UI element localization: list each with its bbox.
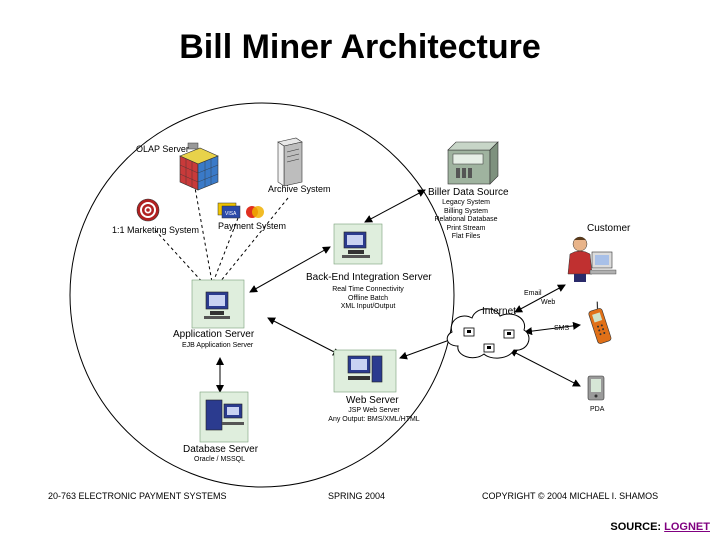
arrow-connectors	[216, 189, 581, 393]
mobile-phone-icon	[588, 301, 612, 344]
source-label: SOURCE:	[610, 521, 662, 533]
system-boundary-circle	[69, 102, 455, 488]
biller-line: Relational Database	[434, 216, 498, 223]
page-title: Bill Miner Architecture	[179, 28, 541, 66]
web-server-label: Web Server	[346, 395, 399, 406]
backend-integration-server-label: Back-End Integration Server	[306, 272, 432, 283]
biller-line: Flat Files	[451, 233, 481, 240]
olap-server-label: OLAP Server	[136, 144, 189, 154]
web-server-details: JSP Web Server Any Output: BMS/XML/HTML	[326, 407, 422, 424]
biller-line: Billing System	[444, 207, 488, 215]
payment-cards-icon: VISA	[217, 202, 264, 219]
internet-label: Internet	[482, 306, 516, 317]
database-server-label: Database Server	[183, 444, 259, 455]
pda-label: PDA	[590, 406, 605, 413]
backend-line: Real Time Connectivity	[332, 286, 404, 293]
backend-line: Offline Batch	[348, 294, 388, 302]
biller-data-source-label: Biller Data Source	[428, 187, 509, 198]
sms-channel-label: SMS	[554, 325, 570, 332]
footer-course: 20-763 ELECTRONIC PAYMENT SYSTEMS	[48, 491, 227, 501]
footer-copyright: COPYRIGHT © 2004 MICHAEL I. SHAMOS	[482, 491, 659, 501]
payment-system-label: Payment System	[218, 221, 287, 231]
archive-system-label: Archive System	[268, 184, 331, 194]
email-channel-label: Email	[524, 290, 542, 297]
web-server-icon	[333, 349, 397, 393]
biller-line: Legacy System	[442, 199, 490, 206]
database-server-sub: Oracle / MSSQL	[194, 456, 245, 463]
marketing-system-label: 1:1 Marketing System	[112, 225, 200, 235]
pda-icon	[587, 375, 605, 401]
web-channel-label: Web	[541, 299, 556, 306]
source-credit: SOURCE: LOGNET	[610, 521, 710, 533]
target-icon	[136, 198, 160, 222]
svg-text:VISA: VISA	[225, 211, 237, 217]
internet-cloud-icon	[446, 308, 530, 359]
biller-terminal-icon	[447, 141, 499, 185]
source-link[interactable]: LOGNET	[664, 521, 710, 533]
footer-term: SPRING 2004	[328, 491, 386, 501]
web-server-line: Any Output: BMS/XML/HTML	[328, 415, 420, 423]
biller-line: Print Stream	[446, 224, 486, 232]
olap-cube-icon	[179, 142, 219, 191]
archive-server-icon	[277, 137, 303, 187]
backend-server-icon	[333, 223, 383, 265]
web-server-line: JSP Web Server	[348, 407, 400, 414]
backend-line: XML Input/Output	[340, 303, 396, 310]
database-server-icon	[199, 391, 249, 443]
customer-label: Customer	[587, 223, 631, 234]
backend-details: Real Time Connectivity Offline Batch XML…	[328, 286, 408, 312]
customer-icon	[567, 236, 617, 282]
application-server-sub: EJB Application Server	[182, 342, 254, 349]
biller-data-source-details: Legacy System Billing System Relational …	[430, 199, 502, 242]
application-server-label: Application Server	[173, 329, 255, 340]
application-server-icon	[191, 279, 245, 329]
